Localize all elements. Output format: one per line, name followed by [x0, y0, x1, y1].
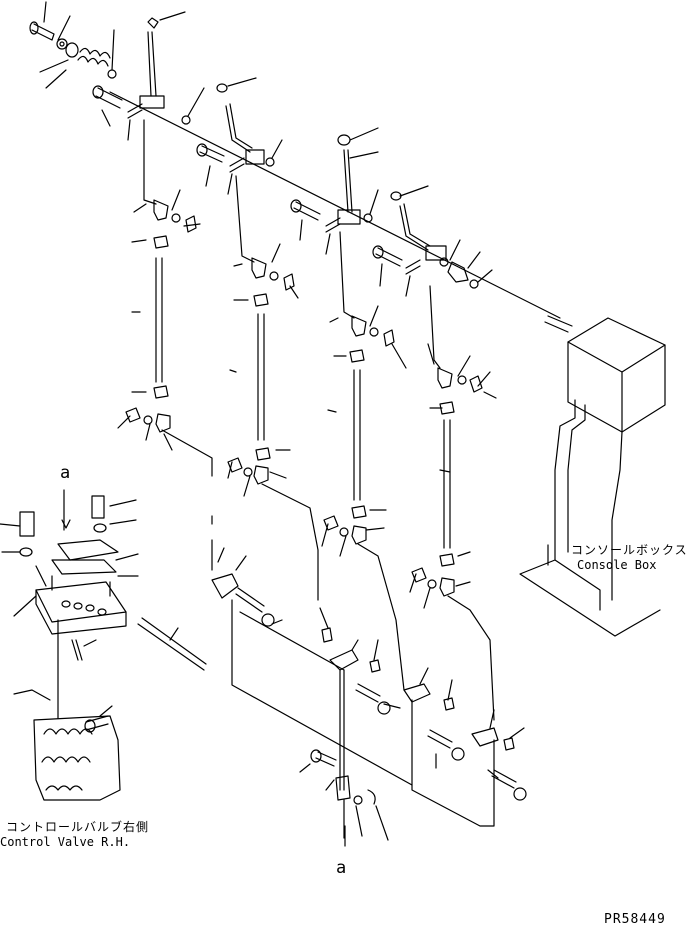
lever-4: [372, 185, 493, 297]
console-box: [519, 317, 666, 637]
bottom-pin-parts: [299, 749, 389, 841]
main-shaft: [109, 91, 573, 333]
lever-3: [290, 127, 379, 255]
reference-marker-a-top: a: [60, 463, 71, 483]
rod-2: [227, 175, 319, 601]
reference-marker-a-bottom: a: [336, 858, 347, 878]
lever-1-parts: [29, 1, 123, 127]
control-valve: [13, 619, 121, 801]
control-valve-label-jp: コントロールバルブ右側: [6, 820, 150, 834]
lower-link-3: [403, 667, 465, 769]
drawing-code: PR58449: [604, 912, 666, 927]
bracket-assembly: [0, 489, 207, 671]
rod-4: [409, 285, 497, 721]
rod-3: [321, 231, 407, 691]
leader-lines: [231, 599, 495, 847]
rod-1: [117, 119, 213, 571]
lever-1: [127, 11, 205, 141]
lower-link-2: [319, 607, 401, 791]
lower-link-1: [211, 547, 283, 627]
console-box-label-en: Console Box: [577, 558, 657, 572]
lower-link-4: [471, 709, 527, 801]
control-valve-label-en: Control Valve R.H.: [0, 835, 131, 849]
lever-2: [196, 77, 283, 195]
console-box-label-jp: コンソールボックス: [571, 543, 688, 557]
